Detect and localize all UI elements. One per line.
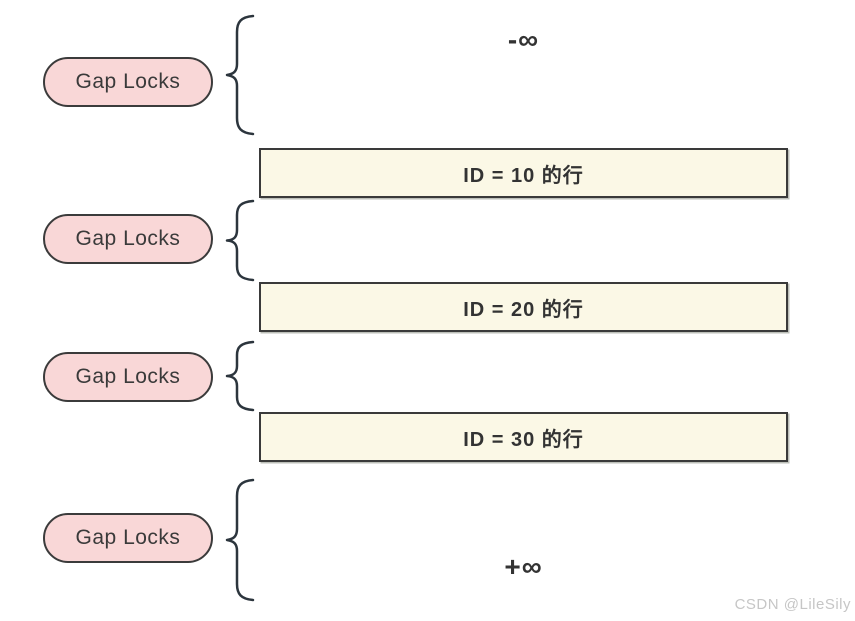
row-box-id-20: ID = 20 的行: [259, 282, 788, 332]
watermark: CSDN @LileSily: [734, 596, 851, 613]
gap-locks-pill-label: Gap Locks: [75, 70, 181, 93]
gap-locks-pill-3: Gap Locks: [43, 352, 213, 402]
curly-brace-icon-2: [225, 199, 255, 282]
gap-locks-pill-label: Gap Locks: [75, 227, 181, 250]
gap-locks-pill-2: Gap Locks: [43, 214, 213, 264]
curly-brace-icon-4: [225, 478, 255, 602]
row-box-id-30: ID = 30 的行: [259, 412, 788, 462]
curly-brace-icon-1: [225, 14, 255, 136]
positive-infinity-label: +∞: [504, 551, 543, 582]
gap-locks-pill-label: Gap Locks: [75, 365, 181, 388]
negative-infinity-label: -∞: [507, 24, 540, 55]
gap-locks-pill-4: Gap Locks: [43, 513, 213, 563]
row-box-label: ID = 20 的行: [463, 298, 584, 321]
curly-brace-icon-3: [225, 340, 255, 412]
gap-locks-pill-1: Gap Locks: [43, 57, 213, 107]
row-box-id-10: ID = 10 的行: [259, 148, 788, 198]
row-box-label: ID = 10 的行: [463, 164, 584, 187]
row-box-label: ID = 30 的行: [463, 428, 584, 451]
gap-locks-pill-label: Gap Locks: [75, 526, 181, 549]
